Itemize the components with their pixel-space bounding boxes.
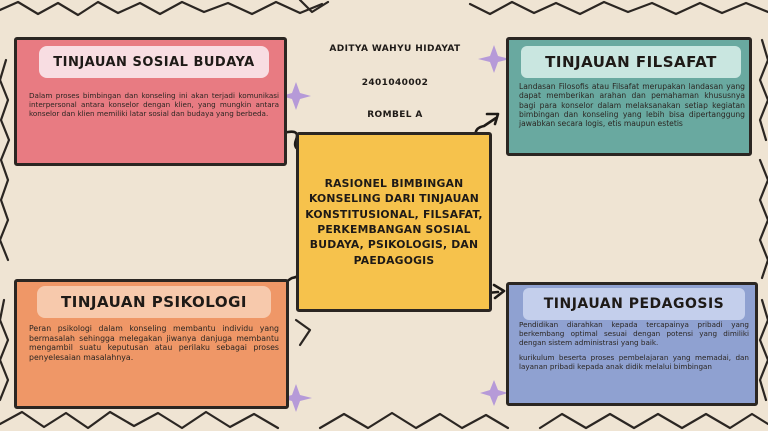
card-pedagosis: TINJAUAN PEDAGOSIS Pendidikan diarahkan … [506, 282, 758, 406]
zigzag-border-bottom-right [318, 411, 510, 430]
card-sosial-budaya-title-pill: TINJAUAN SOSIAL BUDAYA [39, 46, 269, 78]
card-pedagosis-body: Pendidikan diarahkan kepada tercapainya … [519, 320, 749, 379]
card-center-topic: RASIONEL BIMBINGAN KONSELING DARI TINJAU… [296, 132, 492, 312]
zigzag-border-right-top [758, 38, 768, 142]
card-pedagosis-title: TINJAUAN PEDAGOSIS [543, 296, 725, 312]
zigzag-deco-center-bottom [294, 318, 312, 347]
card-sosial-budaya: TINJAUAN SOSIAL BUDAYA Dalam proses bimb… [14, 37, 287, 166]
zigzag-border-right [758, 158, 768, 280]
zigzag-border-left [0, 58, 11, 262]
center-title: RASIONEL BIMBINGAN KONSELING DARI TINJAU… [305, 177, 483, 267]
arrow-head-pedagosis [492, 283, 506, 300]
card-psikologi-title-pill: TINJAUAN PSIKOLOGI [37, 286, 271, 318]
author-name: ADITYA WAHYU HIDAYAT [329, 44, 461, 54]
author-class: ROMBEL A [367, 110, 423, 120]
zigzag-border-left-lower [0, 298, 10, 402]
star-icon [480, 380, 508, 406]
zigzag-border-top-right [468, 0, 768, 16]
zigzag-border-top [0, 0, 324, 17]
zigzag-border-bottom [0, 410, 280, 430]
card-pedagosis-paragraph-1: Pendidikan diarahkan kepada tercapainya … [519, 320, 749, 347]
author-nim: 2401040002 [361, 78, 429, 88]
card-psikologi-body: Peran psikologi dalam konseling membantu… [29, 324, 279, 362]
card-pedagosis-paragraph-2: kurikulum beserta proses pembelajaran ya… [519, 353, 749, 372]
card-sosial-budaya-title: TINJAUAN SOSIAL BUDAYA [53, 54, 255, 70]
card-filsafat-title-pill: TINJAUAN FILSAFAT [521, 46, 741, 78]
card-pedagosis-title-pill: TINJAUAN PEDAGOSIS [523, 288, 745, 320]
card-psikologi-title: TINJAUAN PSIKOLOGI [61, 293, 247, 311]
zigzag-border-right-bottom [758, 298, 768, 402]
arrow-head-filsafat [485, 112, 500, 126]
zigzag-deco-center-top [298, 0, 330, 14]
zigzag-border-bottom-far-right [538, 412, 768, 430]
card-filsafat-body: Landasan Filosofis atau Filsafat merupak… [519, 82, 745, 128]
card-psikologi: TINJAUAN PSIKOLOGI Peran psikologi dalam… [14, 279, 289, 409]
card-sosial-budaya-body: Dalam proses bimbingan dan konseling ini… [29, 91, 279, 118]
card-filsafat-title: TINJAUAN FILSAFAT [545, 53, 717, 71]
card-filsafat: TINJAUAN FILSAFAT Landasan Filosofis ata… [506, 37, 752, 156]
